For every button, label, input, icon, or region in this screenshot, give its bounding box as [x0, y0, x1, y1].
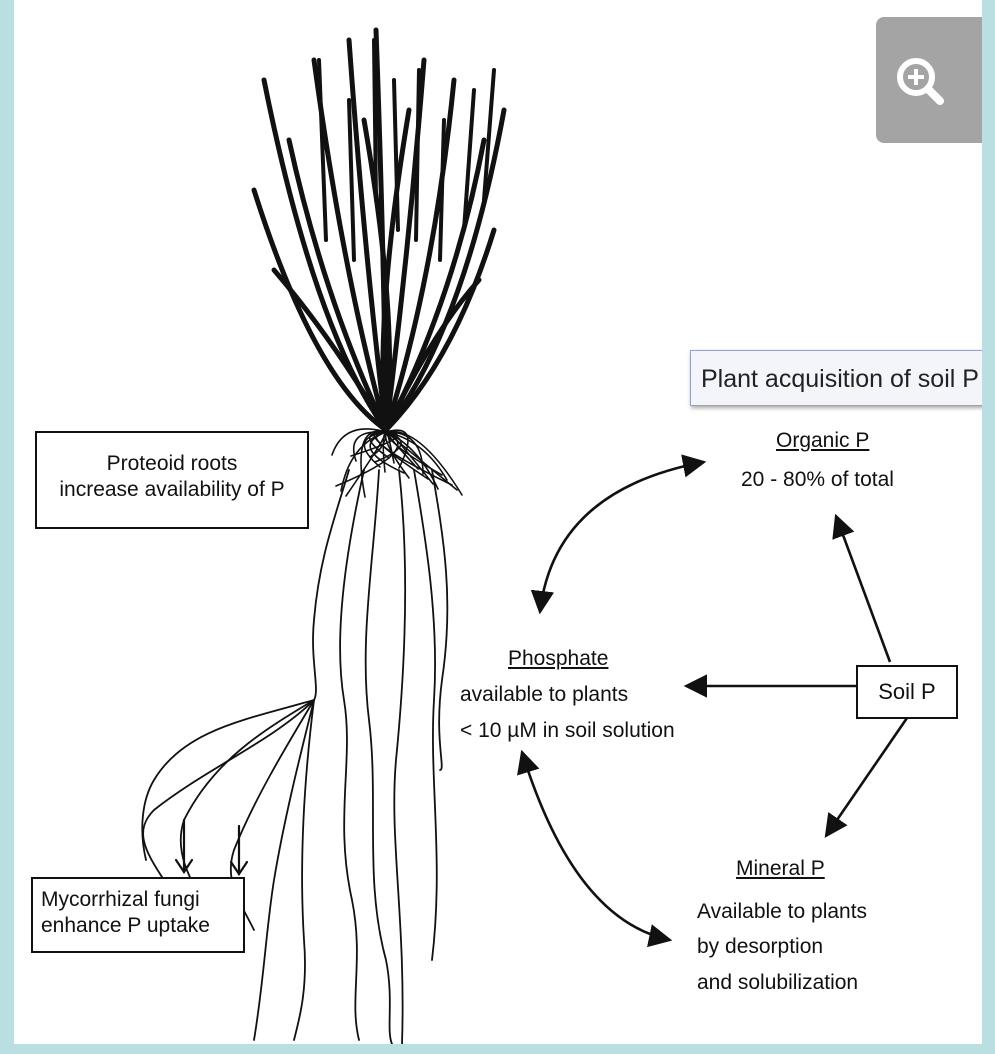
title-tooltip: Plant acquisition of soil P [690, 350, 982, 406]
proteoid-line-1: Proteoid roots [37, 451, 307, 477]
mineral-line-2: by desorption [697, 934, 823, 960]
mineral-line-3: and solubilization [697, 970, 858, 996]
phosphate-line-1: available to plants [460, 682, 628, 708]
spike-stroke [374, 40, 376, 200]
phosphate-line-2: < 10 µM in soil solution [460, 718, 675, 744]
arrow-soil-organic [836, 516, 890, 662]
arrow-phosphate-mineral [522, 752, 670, 940]
root-stroke [142, 700, 314, 860]
zoom-button[interactable] [876, 17, 982, 143]
diagram-canvas: Proteoid roots increase availability of … [14, 0, 982, 1044]
phosphate-title: Phosphate [508, 646, 608, 672]
mycorrhizal-line-2: enhance P uptake [41, 913, 243, 939]
root-stroke [366, 470, 392, 1044]
mineral-p-title: Mineral P [736, 856, 825, 882]
arrow-soil-mineral [826, 718, 907, 836]
soil-p-box: Soil P [856, 665, 958, 719]
organic-p-share: 20 - 80% of total [741, 467, 894, 493]
soil-p-label: Soil P [878, 679, 935, 704]
root-stroke [340, 470, 364, 1040]
mineral-line-1: Available to plants [697, 899, 867, 925]
mycorrhizal-line-1: Mycorrhizal fungi [41, 887, 243, 913]
proteoid-roots-box: Proteoid roots increase availability of … [35, 431, 309, 529]
root-stroke [414, 470, 437, 960]
arrow-organic-phosphate [540, 462, 704, 612]
mycorrhizal-fungi-box: Mycorrhizal fungi enhance P uptake [31, 877, 245, 953]
organic-p-title: Organic P [776, 428, 869, 454]
zoom-in-icon [894, 55, 946, 107]
root-stroke [143, 700, 314, 880]
spike-stroke [440, 120, 444, 260]
proteoid-line-2: increase availability of P [37, 477, 307, 503]
root-stroke [394, 470, 405, 1044]
root-stroke [294, 700, 314, 1040]
spike-stroke [416, 70, 419, 240]
root-stroke [181, 700, 314, 900]
